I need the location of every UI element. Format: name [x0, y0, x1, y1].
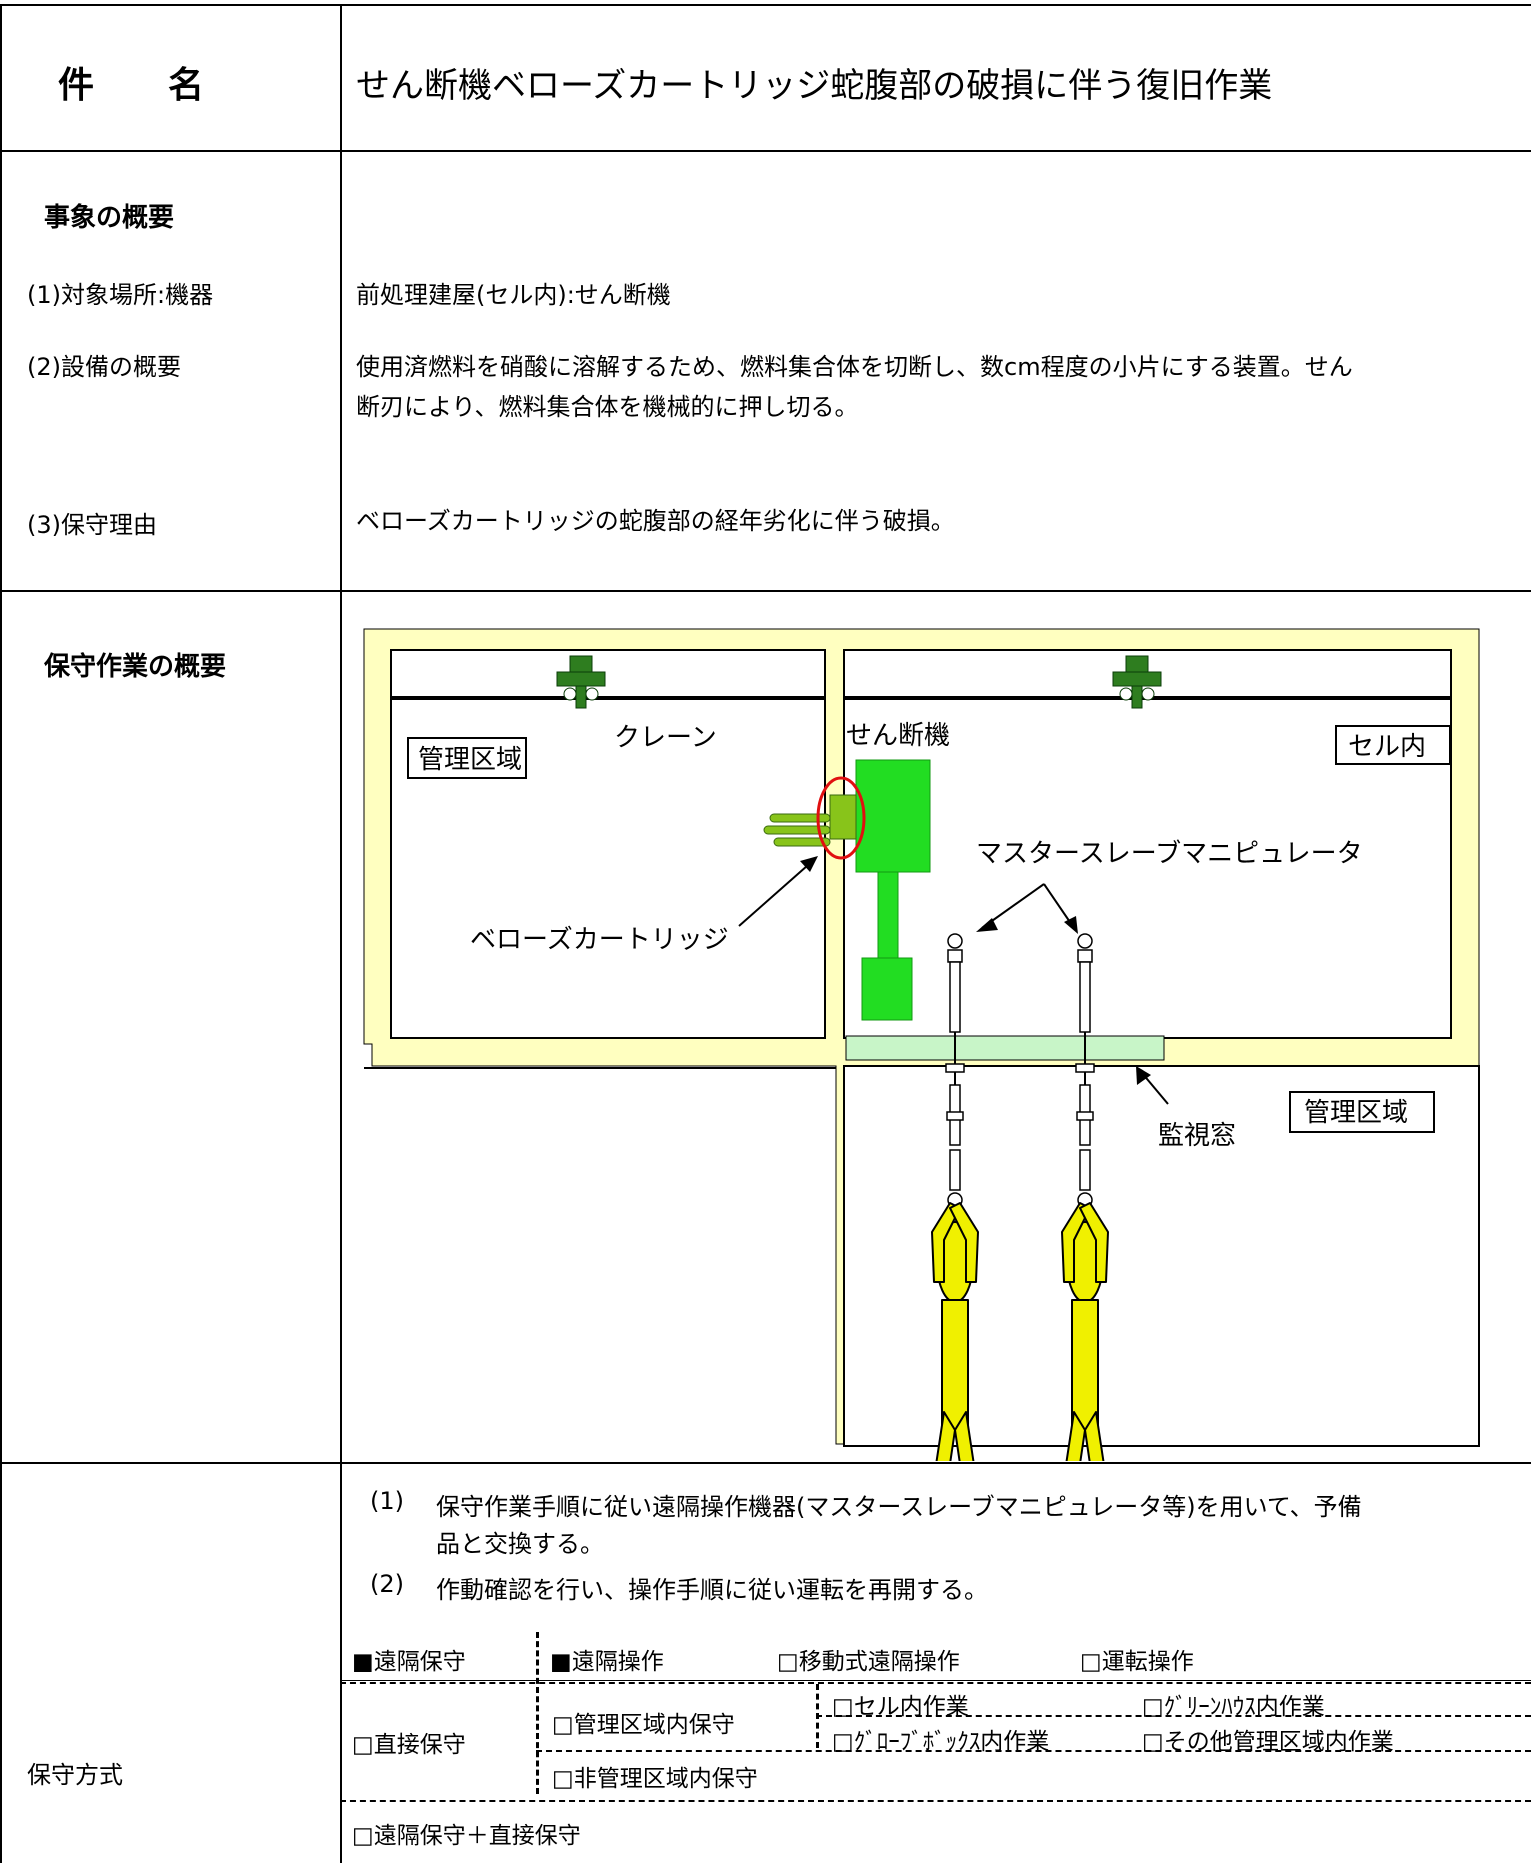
in-cell-option: □セル内作業	[832, 1694, 969, 1720]
title-label-left: 件	[58, 65, 95, 106]
overview-heading: 事象の概要	[44, 203, 175, 233]
cell-box	[1335, 725, 1451, 765]
equipment-value-line1: 使用済燃料を硝酸に溶解するため、燃料集合体を切断し、数cm程度の小片にする装置。…	[356, 353, 1353, 381]
manipulator-left	[945, 933, 965, 1208]
direct-maintenance-option: □直接保守	[352, 1732, 466, 1758]
method-divider	[340, 1682, 1531, 1684]
observation-window	[845, 1035, 1165, 1061]
reason-label: (3)保守理由	[27, 511, 157, 539]
method-divider	[816, 1715, 1531, 1717]
crane-icon	[556, 655, 606, 709]
window-arrow-head	[1136, 1066, 1151, 1085]
crane-icon	[1112, 655, 1162, 709]
manipulator-arrow-head	[976, 918, 998, 932]
table-border-top	[0, 4, 1531, 6]
combined-option: □遠隔保守＋直接保守	[352, 1823, 581, 1849]
other-area-option: □その他管理区域内作業	[1142, 1729, 1394, 1755]
step-number: (2)	[370, 1570, 404, 1598]
cell-label: セル内	[1348, 732, 1426, 762]
bellows-label: ベローズカートリッジ	[470, 925, 729, 955]
step-text-line1: 保守作業手順に従い遠隔操作機器(マスタースレーブマニピュレータ等)を用いて、予備	[436, 1493, 1362, 1521]
operator-figure-right	[1061, 1202, 1109, 1461]
step-text-line2: 品と交換する。	[436, 1530, 604, 1558]
equipment-value-line2: 断刃により、燃料集合体を機械的に押し切る。	[356, 393, 859, 421]
bellows-cartridge	[763, 794, 857, 847]
maintenance-diagram: 管理区域 クレーン せん断機 セル内 マスタースレーブマニピュレータ ベローズカ…	[363, 628, 1480, 1461]
mobile-remote-option: □移動式遠隔操作	[777, 1649, 960, 1675]
step-text-line1: 作動確認を行い、操作手順に従い運転を再開する。	[436, 1576, 988, 1604]
row-divider-work	[0, 1462, 1531, 1464]
control-area-left-label: 管理区域	[418, 745, 522, 775]
location-label: (1)対象場所:機器	[27, 281, 214, 309]
green-house-option: □ｸﾞﾘｰﾝﾊｳｽ内作業	[1142, 1694, 1325, 1720]
page-title: せん断機ベローズカートリッジ蛇腹部の破損に伴う復旧作業	[356, 66, 1273, 106]
row-divider-overview	[0, 590, 1531, 592]
bellows-highlight-circle	[816, 776, 866, 860]
remote-maintenance-option: ■遠隔保守	[352, 1649, 466, 1675]
method-divider	[536, 1750, 1531, 1752]
table-column-divider	[340, 4, 342, 1863]
remote-operation-option: ■遠隔操作	[550, 1649, 664, 1675]
shear-machine	[855, 759, 931, 1021]
window-label: 監視窓	[1158, 1121, 1236, 1151]
controlled-area-option: □管理区域内保守	[552, 1712, 735, 1738]
non-controlled-option: □非管理区域内保守	[552, 1766, 758, 1792]
row-divider-title	[0, 150, 1531, 152]
work-heading: 保守作業の概要	[44, 652, 227, 682]
location-value: 前処理建屋(セル内):せん断機	[356, 281, 671, 309]
control-area-left-box	[407, 737, 527, 779]
method-label: 保守方式	[27, 1761, 123, 1789]
control-area-right-label: 管理区域	[1304, 1098, 1408, 1128]
control-area-right-box	[1289, 1091, 1435, 1133]
room-control-area-left	[390, 649, 826, 1039]
crane-label: クレーン	[614, 723, 717, 753]
shear-label: せん断機	[846, 721, 950, 751]
reason-value: ベローズカートリッジの蛇腹部の経年劣化に伴う破損。	[356, 507, 955, 535]
steps-divider	[340, 1680, 1531, 1681]
table-border-left	[0, 4, 2, 1863]
operation-option: □運転操作	[1080, 1649, 1194, 1675]
step-number: (1)	[370, 1487, 404, 1515]
method-divider	[340, 1800, 1531, 1802]
equipment-label: (2)設備の概要	[27, 353, 181, 381]
title-label-right: 名	[168, 65, 205, 106]
manipulator-label: マスタースレーブマニピュレータ	[976, 839, 1363, 869]
method-divider	[536, 1632, 539, 1794]
glove-box-option: □ｸﾞﾛｰﾌﾞﾎﾞｯｸｽ内作業	[832, 1729, 1050, 1755]
room-cell	[843, 649, 1452, 1039]
manipulator-arrow-head	[1064, 916, 1078, 934]
operator-figure-left	[931, 1202, 979, 1461]
bellows-arrow-head	[800, 856, 818, 872]
manipulator-right	[1075, 933, 1095, 1208]
